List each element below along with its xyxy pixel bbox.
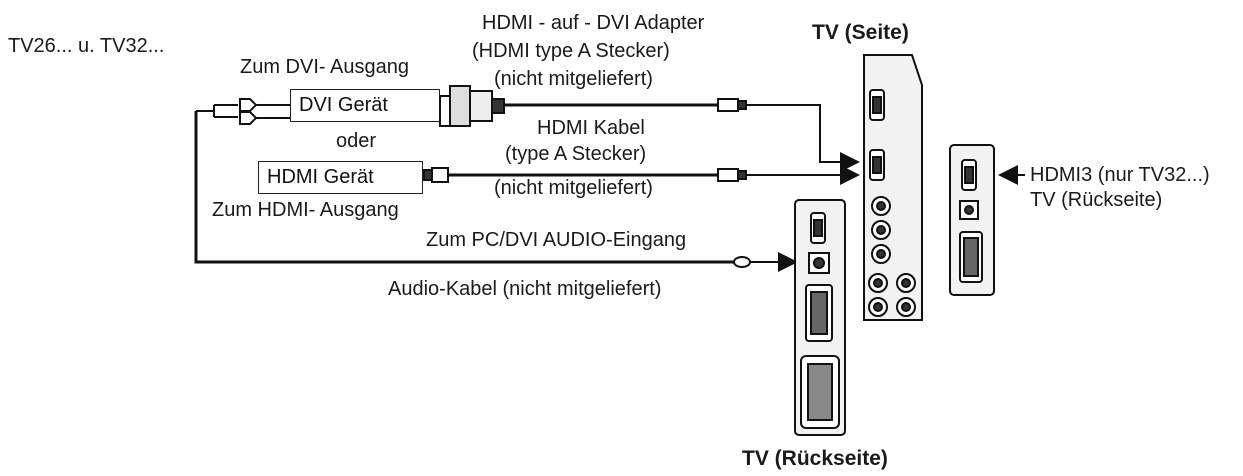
hdmi-device-plug-icon [423, 167, 449, 183]
tv-rear-panel-icon [794, 199, 846, 436]
hdmi-output-label: Zum HDMI- Ausgang [212, 199, 399, 221]
or-label: oder [336, 130, 377, 152]
dvi-output-label: Zum DVI- Ausgang [240, 56, 409, 78]
model-label: TV26... u. TV32... [8, 35, 165, 57]
dvi-device-box: DVI Gerät [290, 89, 440, 122]
audio-cable-label: Audio-Kabel (nicht mitgeliefert) [388, 278, 662, 300]
hdmi-device-box: HDMI Gerät [258, 161, 423, 194]
adapter-line1: HDMI - auf - DVI Adapter [482, 12, 705, 34]
rear-title: TV (Rückseite) [742, 447, 888, 470]
hdmi-plug-icon [717, 98, 747, 112]
side-title: TV (Seite) [812, 21, 909, 44]
dvi-adapter-icon [439, 85, 505, 127]
hdmi-plug-icon-2 [717, 168, 747, 182]
hdmi-cable-line1: HDMI Kabel [537, 117, 645, 139]
audio-plug-icon [733, 256, 768, 268]
tv-rear-small-panel-icon [949, 144, 995, 296]
hdmi3-line1: HDMI3 (nur TV32...) [1030, 164, 1210, 186]
adapter-line3: (nicht mitgeliefert) [494, 68, 653, 90]
audio-input-label: Zum PC/DVI AUDIO-Eingang [426, 229, 687, 251]
tv-side-panel-icon [863, 54, 923, 321]
adapter-line2: (HDMI type A Stecker) [472, 40, 670, 62]
hdmi-cable-line3: (nicht mitgeliefert) [494, 177, 653, 199]
audio-cable-line [194, 111, 735, 264]
hdmi3-line2: TV (Rückseite) [1030, 189, 1163, 211]
hdmi-cable-line2: (type A Stecker) [505, 143, 647, 165]
rca-plugs-icon [196, 98, 290, 125]
